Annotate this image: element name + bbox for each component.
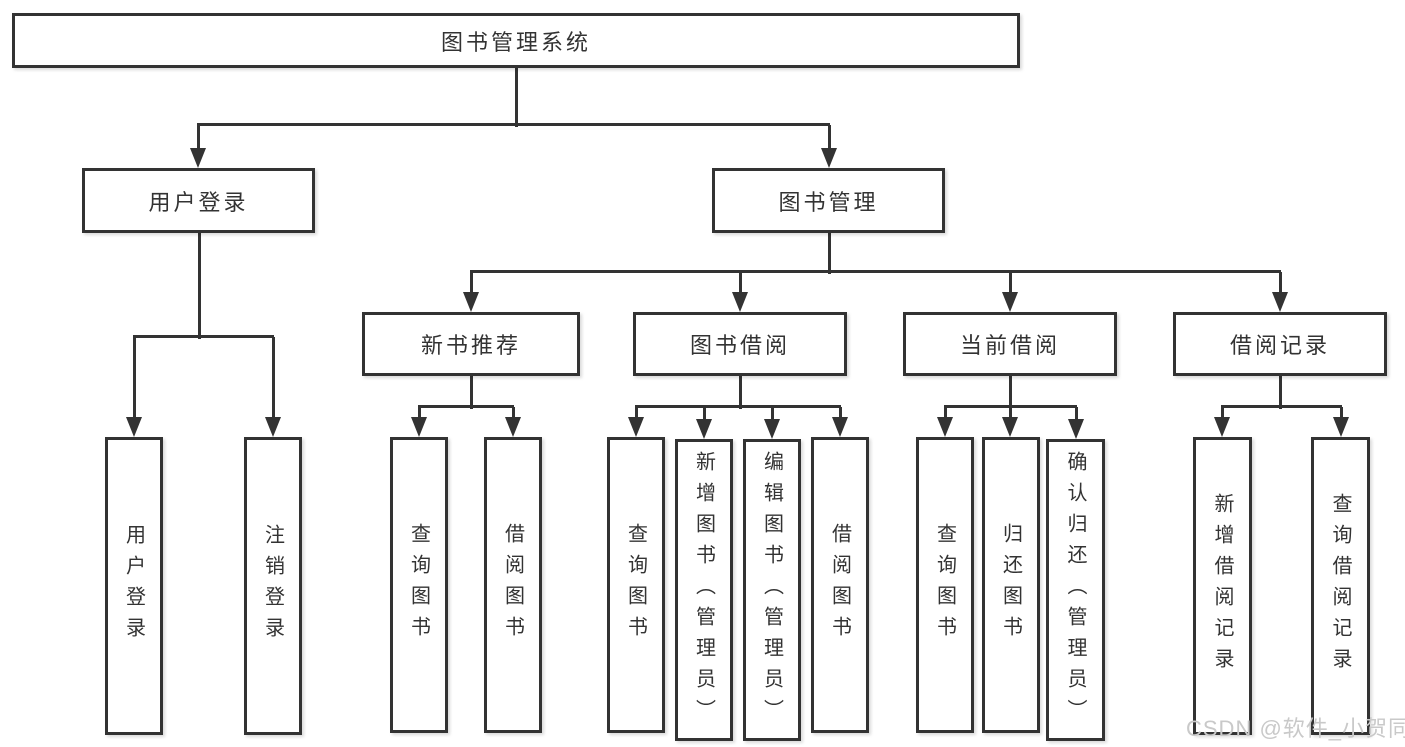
node-confirm-return-admin: 确认归还（管理员）	[1046, 439, 1105, 741]
node-query-borrow-record: 查询借阅记录	[1311, 437, 1370, 735]
arrow-down-icon	[1272, 292, 1288, 312]
connector-vline	[1075, 407, 1078, 421]
connector-hline	[418, 405, 514, 408]
node-label: 注销登录	[261, 524, 284, 648]
arrow-down-icon	[1002, 417, 1018, 437]
connector-hline	[470, 270, 1281, 273]
arrow-down-icon	[463, 292, 479, 312]
arrow-down-icon	[696, 419, 712, 439]
connector-vline	[1279, 272, 1282, 294]
arrow-down-icon	[126, 417, 142, 437]
node-return-books: 归还图书	[982, 437, 1040, 733]
connector-vline	[839, 407, 842, 419]
node-label: 新增借阅记录	[1211, 493, 1233, 679]
arrow-down-icon	[732, 292, 748, 312]
node-query-books-1: 查询图书	[390, 437, 448, 733]
connector-vline	[1221, 407, 1224, 419]
connector-hline	[944, 405, 1077, 408]
node-new-book-recommendation: 新书推荐	[362, 312, 580, 376]
connector-hline	[1221, 405, 1342, 408]
connector-vline	[828, 125, 831, 150]
connector-vline	[512, 407, 515, 419]
connector-vline	[739, 376, 742, 409]
connector-vline	[1009, 272, 1012, 294]
node-current-borrowing: 当前借阅	[903, 312, 1117, 376]
node-library-system: 图书管理系统	[12, 13, 1020, 68]
node-add-borrow-record: 新增借阅记录	[1193, 437, 1252, 735]
connector-vline	[133, 337, 136, 419]
node-label: 新增图书（管理员）	[692, 450, 715, 730]
connector-vline	[515, 68, 518, 127]
connector-vline	[771, 407, 774, 421]
arrow-down-icon	[411, 417, 427, 437]
arrow-down-icon	[190, 148, 206, 168]
node-label: 借阅图书	[828, 523, 851, 647]
node-label: 查询图书	[624, 523, 647, 647]
connector-vline	[1340, 407, 1343, 419]
node-query-books-3: 查询图书	[916, 437, 974, 733]
connector-hline	[197, 123, 830, 126]
connector-vline	[703, 407, 706, 421]
arrow-down-icon	[1214, 417, 1230, 437]
node-label: 查询图书	[933, 523, 956, 647]
watermark: CSDN @软件_小贺同学	[1186, 716, 1405, 741]
connector-vline	[418, 407, 421, 419]
node-label: 确认归还（管理员）	[1064, 450, 1086, 730]
node-label: 查询借阅记录	[1329, 493, 1351, 679]
connector-vline	[470, 272, 473, 294]
connector-vline	[470, 376, 473, 409]
arrow-down-icon	[628, 417, 644, 437]
arrow-down-icon	[821, 148, 837, 168]
node-borrowing-records: 借阅记录	[1173, 312, 1387, 376]
arrow-down-icon	[505, 417, 521, 437]
node-book-borrowing: 图书借阅	[633, 312, 847, 376]
node-book-management: 图书管理	[712, 168, 945, 233]
connector-vline	[1279, 376, 1282, 409]
arrow-down-icon	[265, 417, 281, 437]
connector-vline	[1009, 376, 1012, 409]
connector-vline	[635, 407, 638, 419]
node-user-login-leaf: 用户登录	[105, 437, 163, 735]
node-user-login: 用户登录	[82, 168, 315, 233]
node-edit-books-admin: 编辑图书（管理员）	[743, 439, 801, 741]
node-query-books-2: 查询图书	[607, 437, 665, 733]
node-label: 归还图书	[999, 523, 1022, 647]
arrow-down-icon	[832, 417, 848, 437]
arrow-down-icon	[1333, 417, 1349, 437]
node-label: 借阅图书	[501, 523, 524, 647]
node-borrow-books-2: 借阅图书	[811, 437, 869, 733]
node-label: 查询图书	[407, 523, 430, 647]
connector-vline	[944, 407, 947, 419]
connector-vline	[197, 125, 200, 150]
connector-vline	[1009, 407, 1012, 419]
node-borrow-books-1: 借阅图书	[484, 437, 542, 733]
connector-vline	[198, 233, 201, 339]
arrow-down-icon	[1068, 419, 1084, 439]
connector-hline	[133, 335, 274, 338]
connector-vline	[272, 337, 275, 419]
node-label: 用户登录	[122, 524, 145, 648]
arrow-down-icon	[764, 419, 780, 439]
connector-hline	[635, 405, 841, 408]
connector-vline	[828, 233, 831, 274]
connector-vline	[739, 272, 742, 294]
node-label: 编辑图书（管理员）	[760, 450, 783, 730]
node-logout: 注销登录	[244, 437, 302, 735]
arrow-down-icon	[937, 417, 953, 437]
node-add-books-admin: 新增图书（管理员）	[675, 439, 733, 741]
arrow-down-icon	[1002, 292, 1018, 312]
